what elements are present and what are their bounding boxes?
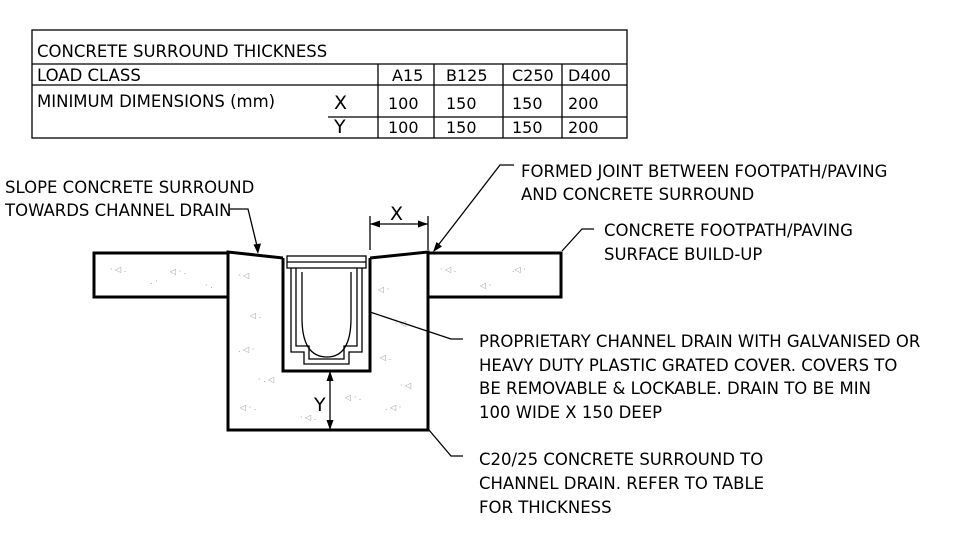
svg-text:· ◁ .: · ◁ . xyxy=(440,265,456,274)
concrete-surround xyxy=(226,250,430,432)
channel-recess xyxy=(281,258,372,373)
surround-line-2: CHANNEL DRAIN. REFER TO TABLE xyxy=(479,474,764,493)
leader-lines xyxy=(230,164,594,457)
min-dims-label: MINIMUM DIMENSIONS (mm) xyxy=(37,92,275,111)
drain-line-3: BE REMOVABLE & LOCKABLE. DRAIN TO BE MIN xyxy=(479,379,871,398)
dim-y-text: Y xyxy=(313,394,326,416)
svg-text:◁ ·: ◁ · xyxy=(377,285,389,294)
svg-text:◁ · .: ◁ · . xyxy=(169,267,186,276)
svg-text:· .: · . xyxy=(205,281,213,290)
x-c250: 150 xyxy=(512,94,543,113)
x-b125: 150 xyxy=(446,94,477,113)
left-footpath-slab xyxy=(92,251,228,299)
slope-line-1: SLOPE CONCRETE SURROUND xyxy=(5,178,254,197)
footpath-line-1: CONCRETE FOOTPATH/PAVING xyxy=(604,221,853,240)
svg-text:◁ .: ◁ . xyxy=(379,353,391,362)
svg-text:· ◁ .: · ◁ . xyxy=(110,265,126,274)
table-title: CONCRETE SURROUND THICKNESS xyxy=(37,42,327,61)
y-b125: 150 xyxy=(446,118,477,137)
thickness-table: CONCRETE SURROUND THICKNESS LOAD CLASS M… xyxy=(31,29,628,139)
surround-line-3: FOR THICKNESS xyxy=(479,498,612,517)
svg-text:◁ · .: ◁ · . xyxy=(344,393,361,402)
section-drawing: · ◁ . . · ◁ · . · . · ◁ . ◁ · .◁ · · ◁ ◁… xyxy=(92,164,594,457)
class-d400: D400 xyxy=(568,66,611,85)
x-d400: 200 xyxy=(568,94,599,113)
y-a15: 100 xyxy=(388,118,419,137)
svg-text:· ◁: · ◁ xyxy=(238,271,249,280)
svg-text:· ◁: · ◁ xyxy=(400,381,411,390)
drain-line-4: 100 WIDE X 150 DEEP xyxy=(479,403,662,422)
annotation-surround: C20/25 CONCRETE SURROUND TO CHANNEL DRAI… xyxy=(479,450,764,517)
y-d400: 200 xyxy=(568,118,599,137)
svg-text:◁ .: ◁ . xyxy=(249,311,261,320)
annotation-joint: FORMED JOINT BETWEEN FOOTPATH/PAVING AND… xyxy=(521,162,887,204)
channel-body xyxy=(290,268,363,365)
channel-invert xyxy=(301,272,352,358)
drain-line-1: PROPRIETARY CHANNEL DRAIN WITH GALVANISE… xyxy=(479,332,920,351)
footpath-line-2: SURFACE BUILD-UP xyxy=(604,245,762,264)
surround-line-1: C20/25 CONCRETE SURROUND TO xyxy=(479,450,763,469)
svg-text:. ◁ ·: . ◁ · xyxy=(238,345,254,354)
dimension-x: X xyxy=(369,203,429,250)
svg-text:· ◁ .: · ◁ . xyxy=(300,413,316,422)
svg-text:◁ · .: ◁ · . xyxy=(239,403,256,412)
class-b125: B125 xyxy=(446,66,488,85)
svg-text:. ·: . · xyxy=(150,277,158,286)
annotation-drain: PROPRIETARY CHANNEL DRAIN WITH GALVANISE… xyxy=(479,332,920,422)
drain-line-2: HEAVY DUTY PLASTIC GRATED COVER. COVERS … xyxy=(479,356,897,375)
svg-text:· . ◁: · . ◁ xyxy=(258,375,274,384)
class-a15: A15 xyxy=(392,66,423,85)
joint-line-2: AND CONCRETE SURROUND xyxy=(521,185,754,204)
dim-y-label: Y xyxy=(333,116,346,138)
annotation-slope: SLOPE CONCRETE SURROUND TOWARDS CHANNEL … xyxy=(4,178,254,220)
table-border xyxy=(31,29,628,139)
x-a15: 100 xyxy=(388,94,419,113)
slope-line-2: TOWARDS CHANNEL DRAIN xyxy=(4,201,231,220)
dim-x-text: X xyxy=(390,203,403,225)
svg-text:◁ ·: ◁ · xyxy=(479,281,491,290)
annotation-footpath: CONCRETE FOOTPATH/PAVING SURFACE BUILD-U… xyxy=(604,221,853,264)
svg-text:.◁ ·: .◁ · xyxy=(512,265,526,274)
load-class-label: LOAD CLASS xyxy=(37,66,141,85)
svg-text:. ◁ ·: . ◁ · xyxy=(385,403,401,412)
joint-line-1: FORMED JOINT BETWEEN FOOTPATH/PAVING xyxy=(521,162,887,181)
y-c250: 150 xyxy=(512,118,543,137)
right-footpath-slab xyxy=(428,251,563,299)
class-c250: C250 xyxy=(512,66,554,85)
dimension-y: Y xyxy=(313,371,334,430)
dim-x-label: X xyxy=(334,92,347,114)
